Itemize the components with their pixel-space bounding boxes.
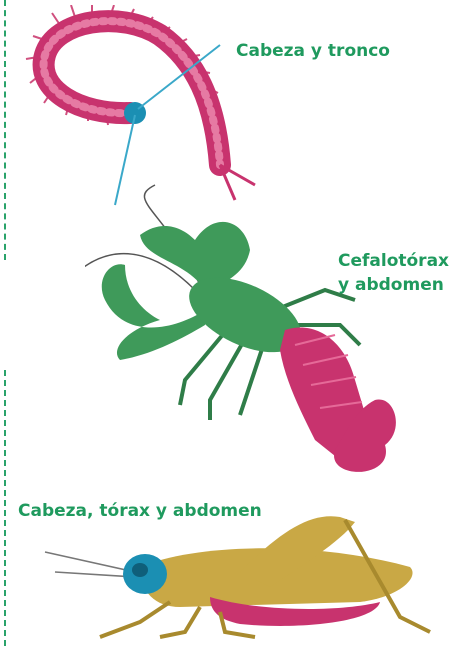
label-y-abdomen: y abdomen xyxy=(338,274,444,296)
label-cefalotorax: Cefalotórax xyxy=(338,250,449,272)
margin-dashed-line-top xyxy=(4,0,6,260)
lobster-illustration xyxy=(85,180,405,480)
label-cabeza-y-tronco: Cabeza y tronco xyxy=(236,40,390,62)
lobster-claw-lower xyxy=(102,264,205,360)
centipede-body xyxy=(44,21,220,165)
margin-dashed-line-bottom xyxy=(4,370,6,646)
grasshopper-illustration xyxy=(40,512,440,642)
